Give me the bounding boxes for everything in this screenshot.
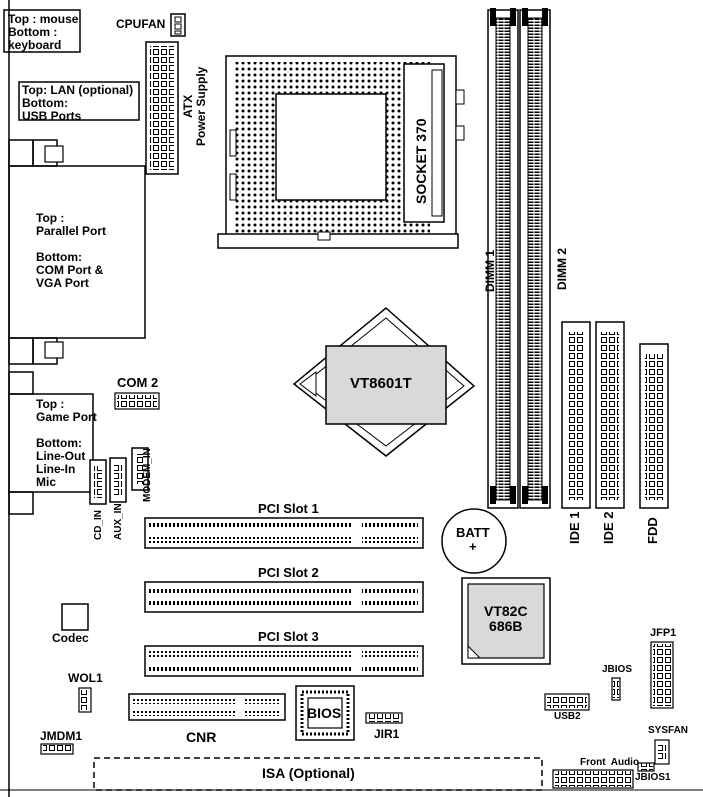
jir1-header	[365, 712, 403, 724]
dimm1-label: DIMM 1	[483, 250, 497, 292]
south-bridge-chip	[461, 577, 551, 665]
lan-usb-label: Top: LAN (optional) Bottom: USB Ports	[22, 83, 134, 123]
battery-label: BATT +	[456, 525, 490, 555]
usb2-label: USB2	[554, 711, 581, 722]
cd-in-header	[89, 459, 107, 505]
atx-power-connector	[145, 41, 179, 175]
cpufan-header	[170, 13, 186, 37]
pci-slot-3-label: PCI Slot 3	[258, 629, 319, 644]
pci-slot-3	[144, 645, 424, 677]
com2-label: COM 2	[117, 375, 159, 390]
fdd-connector	[639, 343, 669, 509]
bios-chip	[295, 685, 355, 741]
front-audio-label: Front Audio	[580, 757, 640, 768]
sysfan-header	[654, 739, 670, 765]
cpufan-label: CPUFAN	[116, 17, 166, 31]
ide1-connector	[561, 321, 591, 509]
isa-slot-optional	[93, 757, 543, 791]
pci-slot-1	[144, 517, 424, 549]
jmdm1-header	[40, 743, 74, 755]
ps2-label: Top : mouse Bottom : keyboard	[8, 12, 79, 52]
sysfan-label: SYSFAN	[648, 725, 689, 736]
jmdm1-label: JMDM1	[40, 729, 83, 743]
game-audio-port-stack	[8, 371, 94, 515]
jbios1-jumper	[637, 762, 655, 772]
jfp1-label: JFP1	[650, 627, 677, 639]
cnr-label: CNR	[186, 729, 217, 745]
front-audio-header	[552, 769, 634, 789]
north-bridge-chip	[292, 307, 476, 457]
ide1-label: IDE 1	[567, 511, 582, 544]
jbios-jumper	[611, 677, 621, 701]
battery	[441, 508, 507, 574]
isa-label: ISA (Optional)	[262, 765, 355, 781]
cd-in-label: CD_IN	[93, 509, 104, 540]
aux-in-header	[109, 457, 127, 503]
jbios1-label: JBIOS1	[635, 772, 671, 783]
wol1-label: WOL1	[68, 671, 103, 685]
modem-in-label: MODEM_IN	[142, 448, 153, 502]
jfp1-header	[650, 641, 674, 709]
usb2-header	[544, 693, 590, 711]
ide2-connector	[595, 321, 625, 509]
dimm-slot-2	[519, 8, 551, 509]
socket-370	[217, 55, 465, 249]
north-bridge-label: VT8601T	[350, 375, 412, 392]
jbios-label: JBIOS	[602, 664, 633, 675]
bios-label: BIOS	[307, 705, 342, 721]
ide2-label: IDE 2	[601, 511, 616, 544]
codec-chip	[61, 603, 89, 631]
socket-label: SOCKET 370	[413, 118, 429, 204]
wol1-header	[78, 687, 92, 713]
dimm2-label: DIMM 2	[555, 248, 569, 290]
south-bridge-label: VT82C 686B	[484, 603, 528, 635]
ps2-connector	[3, 9, 81, 53]
pci-slot-2	[144, 581, 424, 613]
atx-power-label: ATX Power Supply	[181, 66, 208, 146]
parallel-port-stack	[8, 139, 146, 365]
lan-usb-connector	[18, 81, 140, 121]
parallel-port-label: Top : Parallel Port Bottom: COM Port & V…	[36, 211, 107, 290]
fdd-label: FDD	[645, 517, 660, 544]
pci-slot-2-label: PCI Slot 2	[258, 565, 319, 580]
modem-in-header	[131, 447, 149, 491]
aux-in-label: AUX_IN	[113, 503, 124, 540]
game-port-label: Top : Game Port Bottom: Line-Out Line-In…	[36, 397, 97, 489]
jir1-label: JIR1	[374, 727, 400, 741]
codec-label: Codec	[52, 631, 89, 645]
cnr-slot	[128, 693, 286, 721]
pci-slot-1-label: PCI Slot 1	[258, 501, 319, 516]
dimm-slot-1	[487, 8, 519, 509]
